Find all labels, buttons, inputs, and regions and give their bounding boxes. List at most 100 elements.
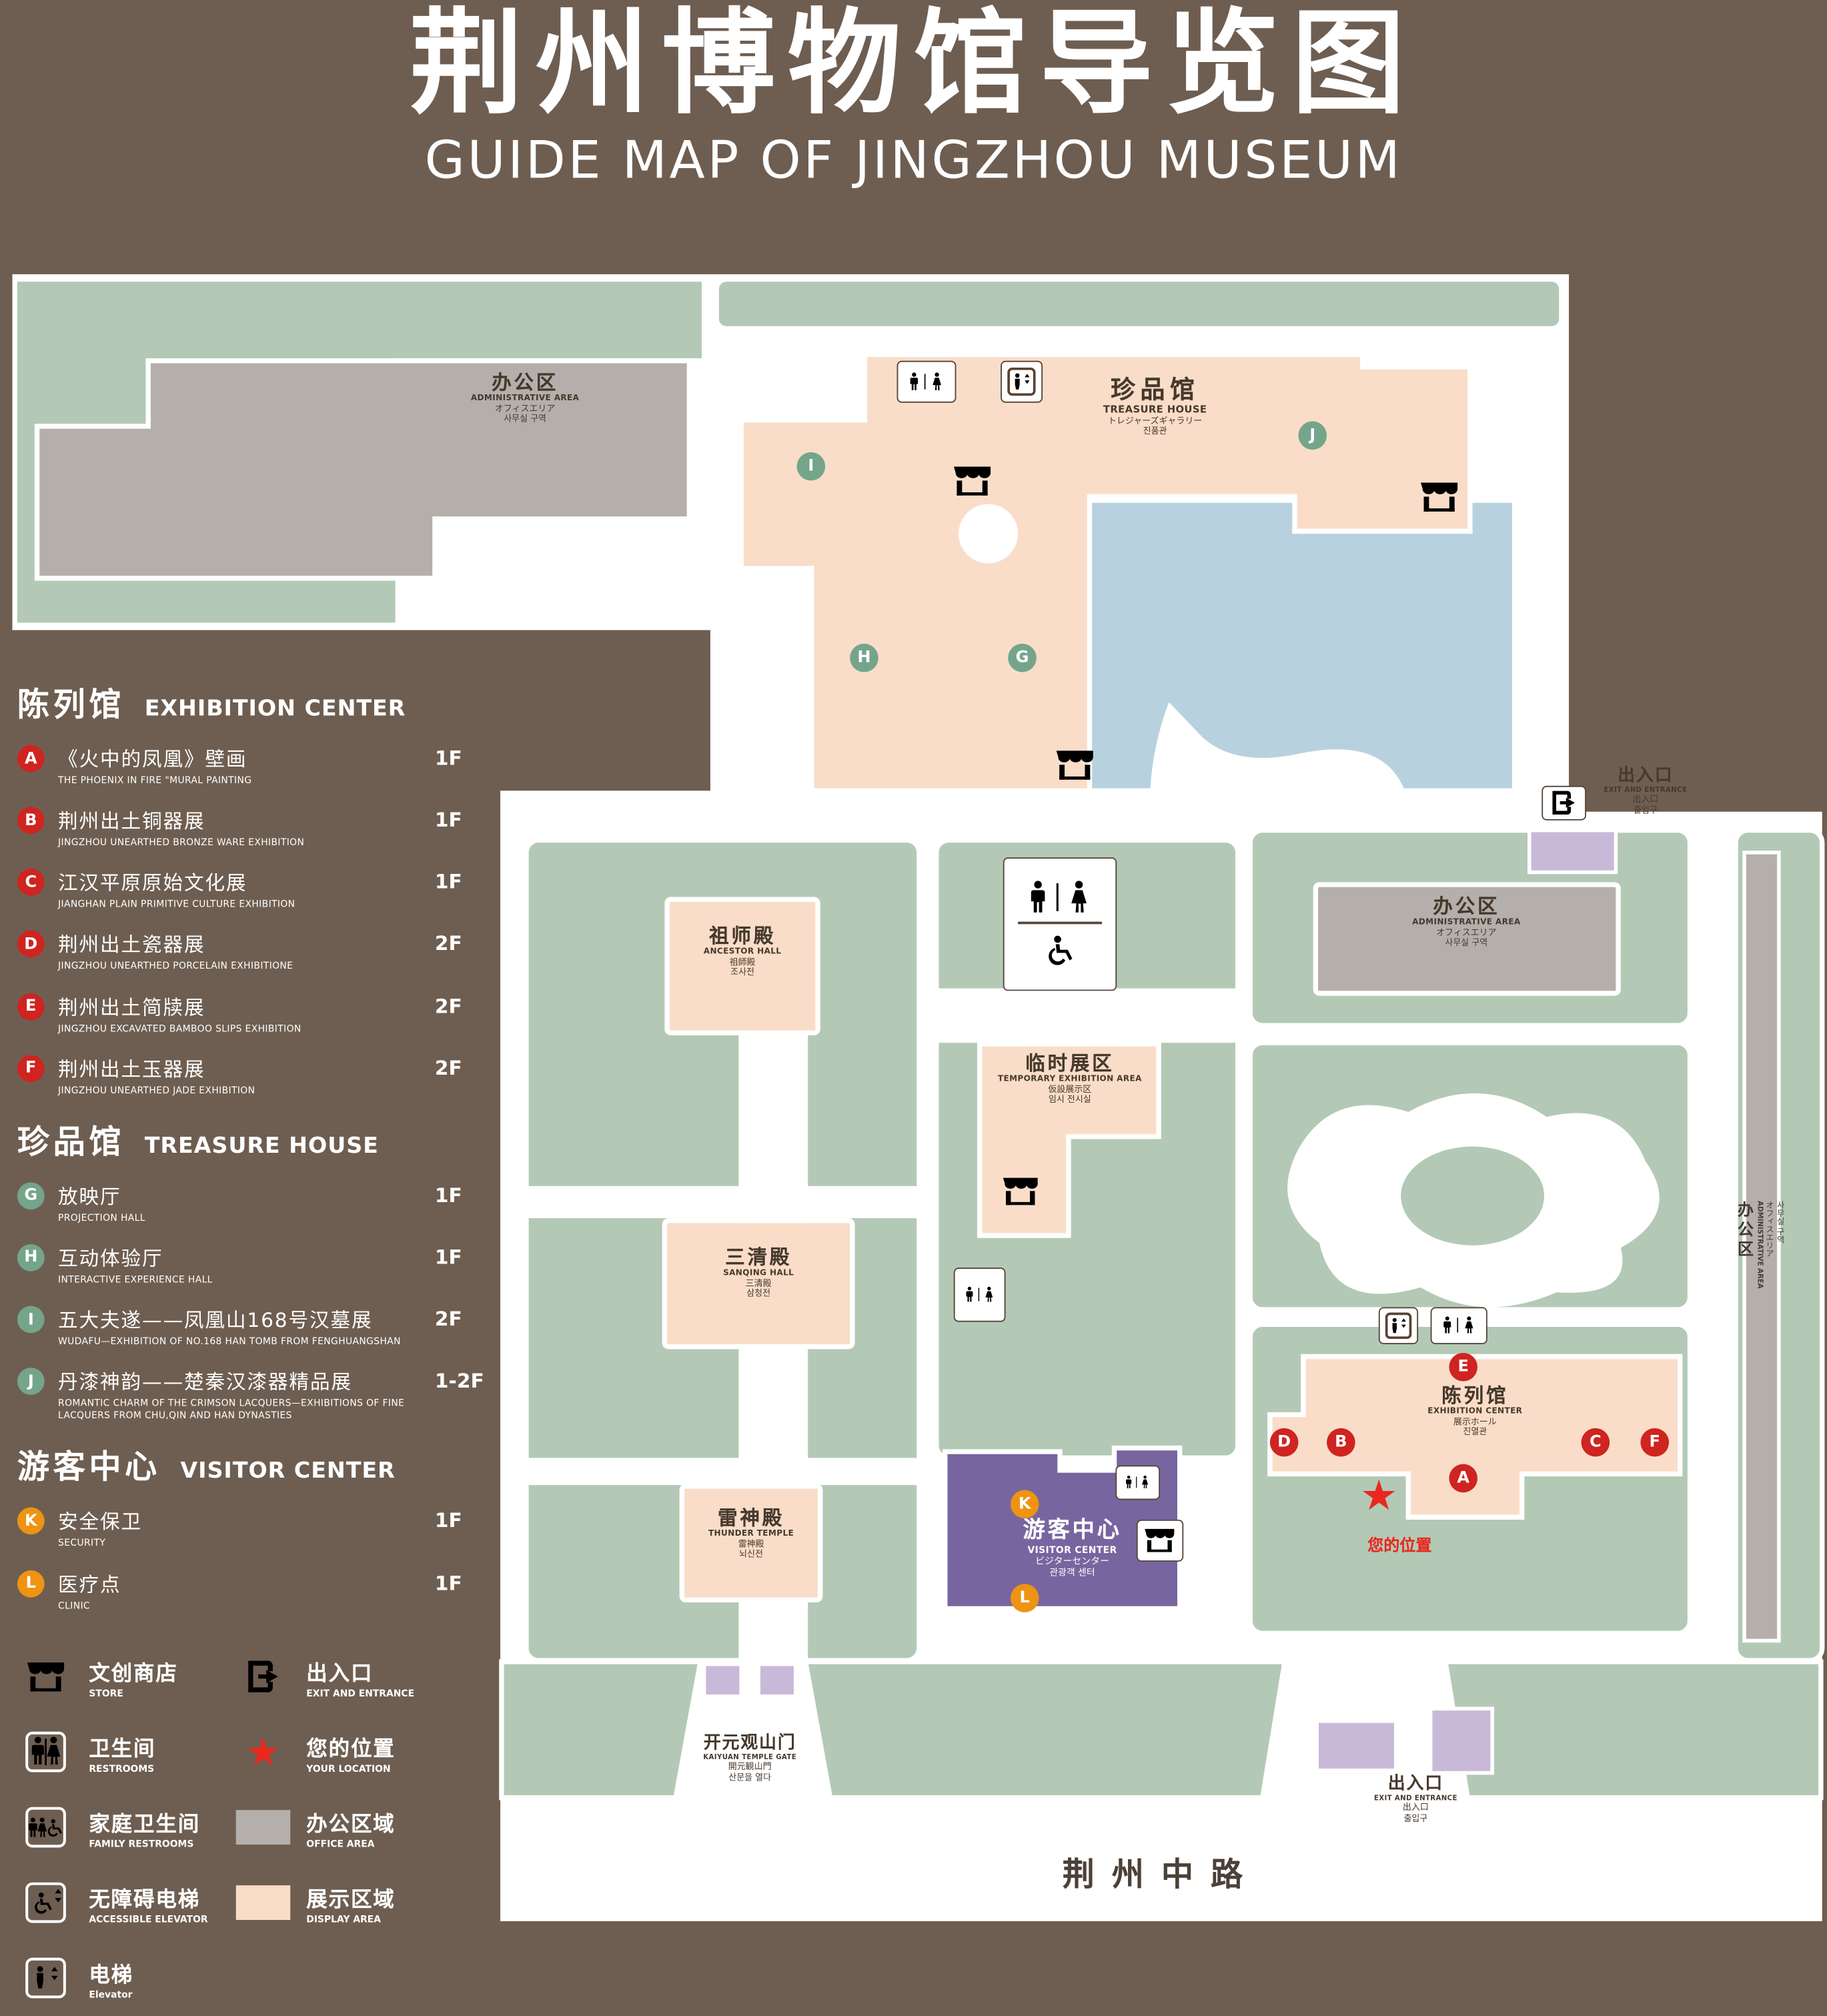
legend-item-floor: 1F <box>434 1245 462 1269</box>
label-temporary-exhibition: 临时展区 TEMPORARY EXHIBITION AREA 仮設展示区 임시 … <box>998 1051 1142 1105</box>
elevator-icon <box>22 1957 69 1999</box>
label-ja: オフィスエリア <box>1436 927 1497 938</box>
legend-symbol-name-en: FAMILY RESTROOMS <box>89 1838 194 1849</box>
legend-section-title-zh: 陈列馆 <box>17 686 125 724</box>
legend-item-name-en: JINGZHOU UNEARTHED PORCELAIN EXHIBITIONE <box>58 960 293 972</box>
label-ko: 출입구 <box>1633 805 1658 815</box>
building-exhibition-center <box>1270 1356 1680 1517</box>
label-admin-far-east: 办公区 ADMINISTRATIVE AREA オフィスエリア 사무실 구역 <box>1732 1201 1784 1289</box>
legend-item-floor: 2F <box>434 1055 462 1079</box>
label-ja: 祖師殿 <box>729 957 756 968</box>
legend-section-header: 游客中心 VISITOR CENTER <box>17 1442 489 1488</box>
legend-item-names: 互动体验厅 INTERACTIVE EXPERIENCE HALL <box>58 1241 428 1286</box>
label-zh: 三清殿 <box>725 1245 792 1270</box>
legend-item-letter-badge: A <box>17 744 45 773</box>
legend-symbol-name-zh: 出入口 <box>306 1661 374 1686</box>
label-ko: 조사전 <box>730 967 754 978</box>
legend-symbol-name-zh: 文创商店 <box>89 1661 178 1686</box>
legend-item-name-zh: 荆州出土瓷器展 <box>58 933 205 957</box>
label-zh: 开元观山门 <box>703 1733 796 1753</box>
legend-item-name-en: JIANGHAN PLAIN PRIMITIVE CULTURE EXHIBIT… <box>58 898 295 910</box>
building-treasure-house <box>741 355 1470 791</box>
legend-item-name-zh: 荆州出土玉器展 <box>58 1057 205 1081</box>
pond <box>1041 500 1514 791</box>
legend-section-items: G 放映厅 PROJECTION HALL 1F H 互动体验厅 INTERAC… <box>17 1179 489 1422</box>
label-zh: 出入口 <box>1387 1774 1444 1795</box>
legend-symbol: 电梯 Elevator <box>17 1941 235 2016</box>
legend-item-floor: 1-2F <box>434 1369 484 1393</box>
label-sanqing-hall: 三清殿 SANQING HALL 三清殿 삼청전 <box>723 1245 794 1300</box>
building-ancestor-hall <box>667 899 818 1033</box>
label-en: VISITOR CENTER <box>1027 1544 1117 1555</box>
legend-item-floor: 2F <box>434 1307 462 1331</box>
label-ko: 사무실 구역 <box>1445 938 1488 949</box>
legend-symbol-icon <box>235 1885 291 1921</box>
restroom-family-restroom-icon <box>1003 857 1117 991</box>
label-ko: 산문을 열다 <box>728 1773 772 1783</box>
exit-icon <box>1542 785 1586 821</box>
building-admin-northwest <box>37 361 690 578</box>
map-marker-l: L <box>1010 1584 1039 1612</box>
label-ja: 雷神殿 <box>738 1539 764 1550</box>
gate-pillar-left <box>704 1664 742 1696</box>
label-ja: 三清殿 <box>745 1278 772 1289</box>
label-en: EXIT AND ENTRANCE <box>1604 787 1688 795</box>
label-en: EXIT AND ENTRANCE <box>1373 1795 1457 1803</box>
legend-item-names: 荆州出土玉器展 JINGZHOU UNEARTHED JADE EXHIBITI… <box>58 1052 428 1097</box>
legend-item: D 荆州出土瓷器展 JINGZHOU UNEARTHED PORCELAIN E… <box>17 929 489 973</box>
exit-icon <box>248 1660 278 1693</box>
walkway-west-1 <box>526 1185 919 1219</box>
label-ko: 사무실 구역 <box>504 414 546 424</box>
legend-section-title-en: TREASURE HOUSE <box>144 1132 379 1159</box>
lawn-south-1 <box>502 1662 700 1798</box>
legend-item-name-zh: 荆州出土简牍展 <box>58 995 205 1019</box>
label-ja: トレジャーズギャラリー <box>1107 416 1203 426</box>
legend-item-name-en: INTERACTIVE EXPERIENCE HALL <box>58 1274 213 1285</box>
family-restroom-icon <box>22 1807 69 1849</box>
your-location-label: 您的位置 <box>1367 1536 1432 1556</box>
map-marker-c: C <box>1581 1428 1610 1457</box>
elevator-icon <box>1001 360 1043 403</box>
label-ja: 展示ホール <box>1453 1417 1497 1428</box>
legend-symbol-names: 您的位置 YOUR LOCATION <box>306 1730 395 1774</box>
gate-pillar-right <box>758 1664 796 1696</box>
building-sanqing-hall <box>664 1221 852 1347</box>
label-ko: 삼청전 <box>746 1289 771 1300</box>
legend-section-title-zh: 游客中心 <box>17 1450 161 1487</box>
label-en: ANCESTOR HALL <box>703 946 782 957</box>
legend-item-letter-badge: F <box>17 1054 45 1082</box>
label-visitor-center: 游客中心 VISITOR CENTER ビジターセンター 관광객 센터 <box>1023 1517 1121 1577</box>
legend-item-letter-badge: C <box>17 869 45 897</box>
legend-item-floor: 2F <box>434 993 462 1018</box>
legend-symbol-name-en: STORE <box>89 1687 123 1698</box>
legend-item: A 《火中的凤凰》壁画 THE PHOENIX IN FIRE "MURAL P… <box>17 742 489 787</box>
legend-item-names: 荆州出土瓷器展 JINGZHOU UNEARTHED PORCELAIN EXH… <box>58 929 428 973</box>
legend-sections: 陈列馆 EXHIBITION CENTER A 《火中的凤凰》壁画 THE PH… <box>17 680 489 1612</box>
legend-symbol-name-zh: 办公区域 <box>306 1812 396 1837</box>
label-zh: 临时展区 <box>1025 1051 1115 1075</box>
legend-symbol-name-zh: 卫生间 <box>89 1736 156 1762</box>
label-ko: 관광객 센터 <box>1049 1566 1095 1578</box>
label-en: TREASURE HOUSE <box>1103 404 1207 416</box>
legend-item-names: 放映厅 PROJECTION HALL <box>58 1179 428 1224</box>
legend-symbol-name-zh: 电梯 <box>89 1963 134 1988</box>
legend-section-items: K 安全保卫 SECURITY 1F L 医疗点 CLINIC 1F <box>17 1505 489 1612</box>
legend-symbol-name-en: EXIT AND ENTRANCE <box>306 1687 415 1698</box>
label-ja: 出入口 <box>1632 795 1659 805</box>
legend-item: J 丹漆神韵——楚秦汉漆器精品展 ROMANTIC CHARM OF THE C… <box>17 1366 489 1423</box>
legend-section-header: 珍品馆 TREASURE HOUSE <box>17 1117 489 1163</box>
legend-item-name-zh: 放映厅 <box>58 1184 121 1208</box>
building-thunder-temple <box>682 1486 820 1600</box>
legend-item-name-zh: 互动体验厅 <box>58 1246 163 1270</box>
museum-map-canvas <box>0 274 1827 1921</box>
legend-item: L 医疗点 CLINIC 1F <box>17 1567 489 1612</box>
store-icon <box>953 466 991 496</box>
legend-symbol-name-en: RESTROOMS <box>89 1762 155 1774</box>
legend-symbol-names: 无障碍电梯 ACCESSIBLE ELEVATOR <box>89 1881 207 1925</box>
divider <box>1017 922 1103 925</box>
legend-symbol: ★ 您的位置 YOUR LOCATION <box>235 1714 490 1790</box>
label-ko: 진열관 <box>1463 1427 1487 1438</box>
restroom-icon <box>953 1268 1006 1322</box>
label-treasure-house: 珍品馆 TREASURE HOUSE トレジャーズギャラリー 진품관 <box>1103 374 1207 436</box>
legend-section-title-zh: 珍品馆 <box>17 1123 125 1161</box>
